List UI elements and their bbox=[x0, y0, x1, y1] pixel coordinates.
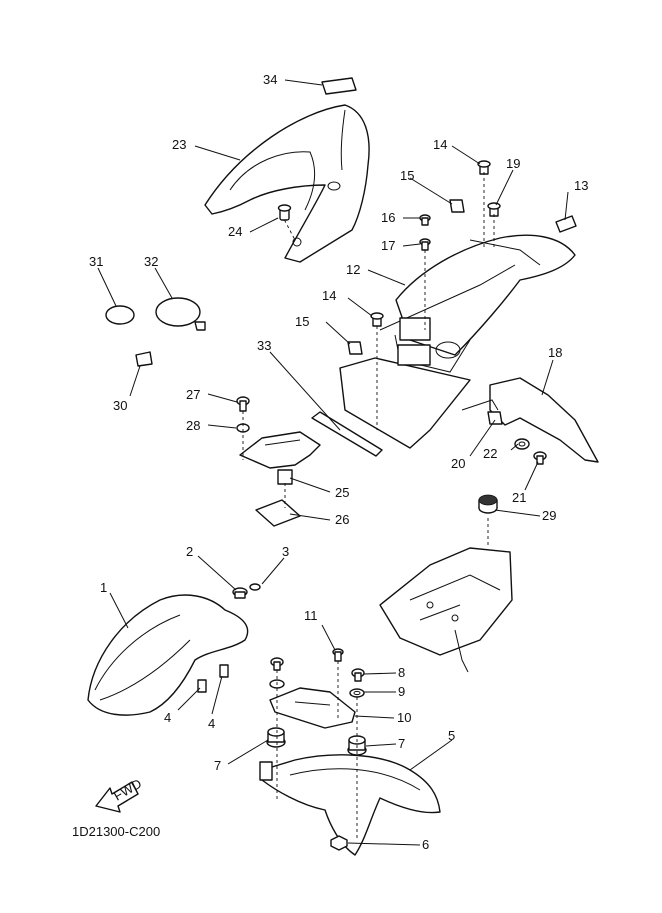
grommet-7-left bbox=[266, 727, 286, 748]
lower-fender-part bbox=[259, 754, 441, 856]
front-fender-part bbox=[87, 594, 249, 716]
callout-14b: 14 bbox=[322, 288, 336, 303]
callout-4b: 4 bbox=[208, 716, 215, 731]
callout-18: 18 bbox=[548, 345, 562, 360]
callout-1: 1 bbox=[100, 580, 107, 595]
bolt-14-mid bbox=[370, 312, 384, 327]
callout-6: 6 bbox=[422, 837, 429, 852]
pad-26 bbox=[255, 499, 301, 527]
bolt-17 bbox=[419, 238, 431, 251]
ring-31 bbox=[105, 305, 135, 325]
callout-26: 26 bbox=[335, 512, 349, 527]
callout-28: 28 bbox=[186, 418, 200, 433]
seal-strip-33 bbox=[311, 411, 383, 457]
callout-12: 12 bbox=[346, 262, 360, 277]
callout-30: 30 bbox=[113, 398, 127, 413]
bolt-21 bbox=[533, 451, 547, 465]
ring-32 bbox=[155, 297, 206, 331]
callout-19: 19 bbox=[506, 156, 520, 171]
callout-8: 8 bbox=[398, 665, 405, 680]
callout-23: 23 bbox=[172, 137, 186, 152]
callout-27: 27 bbox=[186, 387, 200, 402]
assembly-lines bbox=[242, 172, 495, 840]
callout-32: 32 bbox=[144, 254, 158, 269]
leader-lines bbox=[97, 79, 569, 846]
rear-fender-part bbox=[339, 234, 576, 449]
license-bracket-part bbox=[461, 377, 599, 463]
callout-4a: 4 bbox=[164, 710, 171, 725]
collar-2 bbox=[232, 587, 248, 599]
seat-cowl-part bbox=[204, 104, 370, 263]
callout-21: 21 bbox=[512, 490, 526, 505]
bolt-19 bbox=[487, 202, 501, 217]
callout-9: 9 bbox=[398, 684, 405, 699]
clip-15-top bbox=[449, 199, 465, 213]
bolt-11 bbox=[332, 648, 344, 662]
callout-labels: 34 23 24 14 15 19 13 16 17 12 14 15 31 3… bbox=[89, 72, 588, 852]
callout-10: 10 bbox=[397, 710, 411, 725]
bracket-25 bbox=[239, 431, 321, 485]
callout-17: 17 bbox=[381, 238, 395, 253]
bolt-24 bbox=[277, 204, 292, 221]
callout-7a: 7 bbox=[214, 758, 221, 773]
emblem-part bbox=[321, 77, 357, 95]
callout-15a: 15 bbox=[400, 168, 414, 183]
fork-brace-10 bbox=[269, 687, 356, 729]
reflector-part bbox=[555, 215, 577, 233]
clip-30 bbox=[135, 351, 153, 367]
callout-2: 2 bbox=[186, 544, 193, 559]
callout-5: 5 bbox=[448, 728, 455, 743]
damper-29 bbox=[478, 494, 498, 514]
callout-16: 16 bbox=[381, 210, 395, 225]
callout-34: 34 bbox=[263, 72, 277, 87]
bolt-16 bbox=[419, 214, 431, 226]
callout-3: 3 bbox=[282, 544, 289, 559]
callout-25: 25 bbox=[335, 485, 349, 500]
callout-13: 13 bbox=[574, 178, 588, 193]
bolt-4-left bbox=[197, 679, 207, 693]
bolt-4-right bbox=[219, 664, 229, 678]
callout-31: 31 bbox=[89, 254, 103, 269]
nut-6 bbox=[330, 835, 348, 851]
callout-20: 20 bbox=[451, 456, 465, 471]
callout-33: 33 bbox=[257, 338, 271, 353]
bolt-8 bbox=[351, 668, 365, 682]
callout-14a: 14 bbox=[433, 137, 447, 152]
callout-7b: 7 bbox=[398, 736, 405, 751]
rear-frame-part bbox=[379, 547, 513, 673]
washer-9 bbox=[349, 688, 365, 698]
callout-22: 22 bbox=[483, 446, 497, 461]
callout-29: 29 bbox=[542, 508, 556, 523]
fwd-arrow-icon: FWD bbox=[95, 776, 144, 813]
callout-11: 11 bbox=[304, 608, 318, 623]
diagram-code: 1D21300-C200 bbox=[72, 824, 160, 839]
callout-15b: 15 bbox=[295, 314, 309, 329]
washer-22 bbox=[514, 438, 530, 450]
bolt-27 bbox=[236, 396, 250, 412]
callout-24: 24 bbox=[228, 224, 242, 239]
nut-3 bbox=[249, 583, 261, 591]
clip-15-mid bbox=[347, 341, 363, 355]
